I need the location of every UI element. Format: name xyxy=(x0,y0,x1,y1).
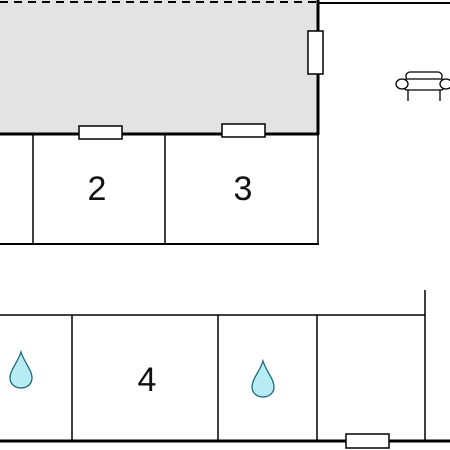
water-drop-icon xyxy=(9,349,33,389)
window xyxy=(221,123,266,138)
water-drop-icon xyxy=(251,358,275,398)
window xyxy=(307,30,324,75)
room-label-4: 4 xyxy=(138,361,157,399)
window xyxy=(345,433,390,449)
window xyxy=(78,125,123,140)
room-label-3: 3 xyxy=(234,170,253,208)
room-label-2: 2 xyxy=(88,170,107,208)
sofa-icon xyxy=(395,71,450,101)
shaded-area xyxy=(0,0,318,134)
